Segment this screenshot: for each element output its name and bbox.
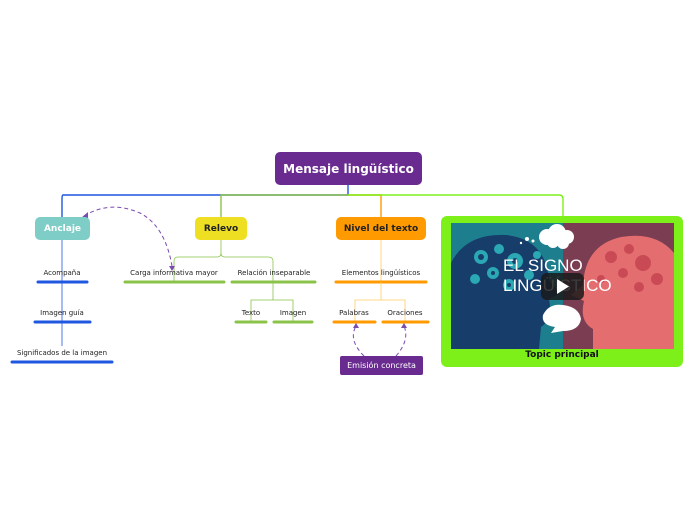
main-connectors <box>61 185 564 217</box>
gear-icons-right <box>597 244 663 292</box>
video-title-line1: EL SIGNO <box>503 256 583 275</box>
video-thumbnail[interactable]: EL SIGNO LINGÜÍSTICO <box>451 223 674 349</box>
leaf-significados-de-la-imagen[interactable]: Significados de la imagen <box>16 349 108 357</box>
speech-bubble-icon <box>542 304 581 333</box>
leaf-palabras[interactable]: Palabras <box>339 309 369 317</box>
leaf-imagen-guia[interactable]: Imagen guía <box>40 309 84 317</box>
leaf-carga-informativa-mayor[interactable]: Carga informativa mayor <box>130 269 218 277</box>
thought-cloud-icon <box>519 224 574 249</box>
branch-anclaje[interactable]: Anclaje <box>35 217 90 240</box>
leaf-imagen[interactable]: Imagen <box>279 309 307 317</box>
branch-nivel-del-texto[interactable]: Nivel del texto <box>336 217 426 240</box>
leaf-oraciones[interactable]: Oraciones <box>387 309 423 317</box>
central-topic-mensaje-linguistico[interactable]: Mensaje lingüístico <box>275 152 422 185</box>
leaf-texto[interactable]: Texto <box>241 309 261 317</box>
play-icon <box>557 279 569 294</box>
leaf-relacion-inseparable[interactable]: Relación inseparable <box>237 269 311 277</box>
leaf-acompana[interactable]: Acompaña <box>43 269 81 277</box>
leaf-elementos-linguisticos[interactable]: Elementos lingüísticos <box>341 269 421 277</box>
branch-relevo[interactable]: Relevo <box>195 217 247 240</box>
nivel-branch-lines <box>332 240 430 324</box>
anclaje-branch-lines <box>10 240 114 364</box>
relevo-branch-lines <box>123 240 317 324</box>
dashed-relations <box>83 206 407 357</box>
video-artwork: EL SIGNO LINGÜÍSTICO <box>451 223 674 349</box>
topic-principal-label[interactable]: Topic principal <box>525 350 599 360</box>
floating-emision-concreta[interactable]: Emisión concreta <box>340 356 423 375</box>
